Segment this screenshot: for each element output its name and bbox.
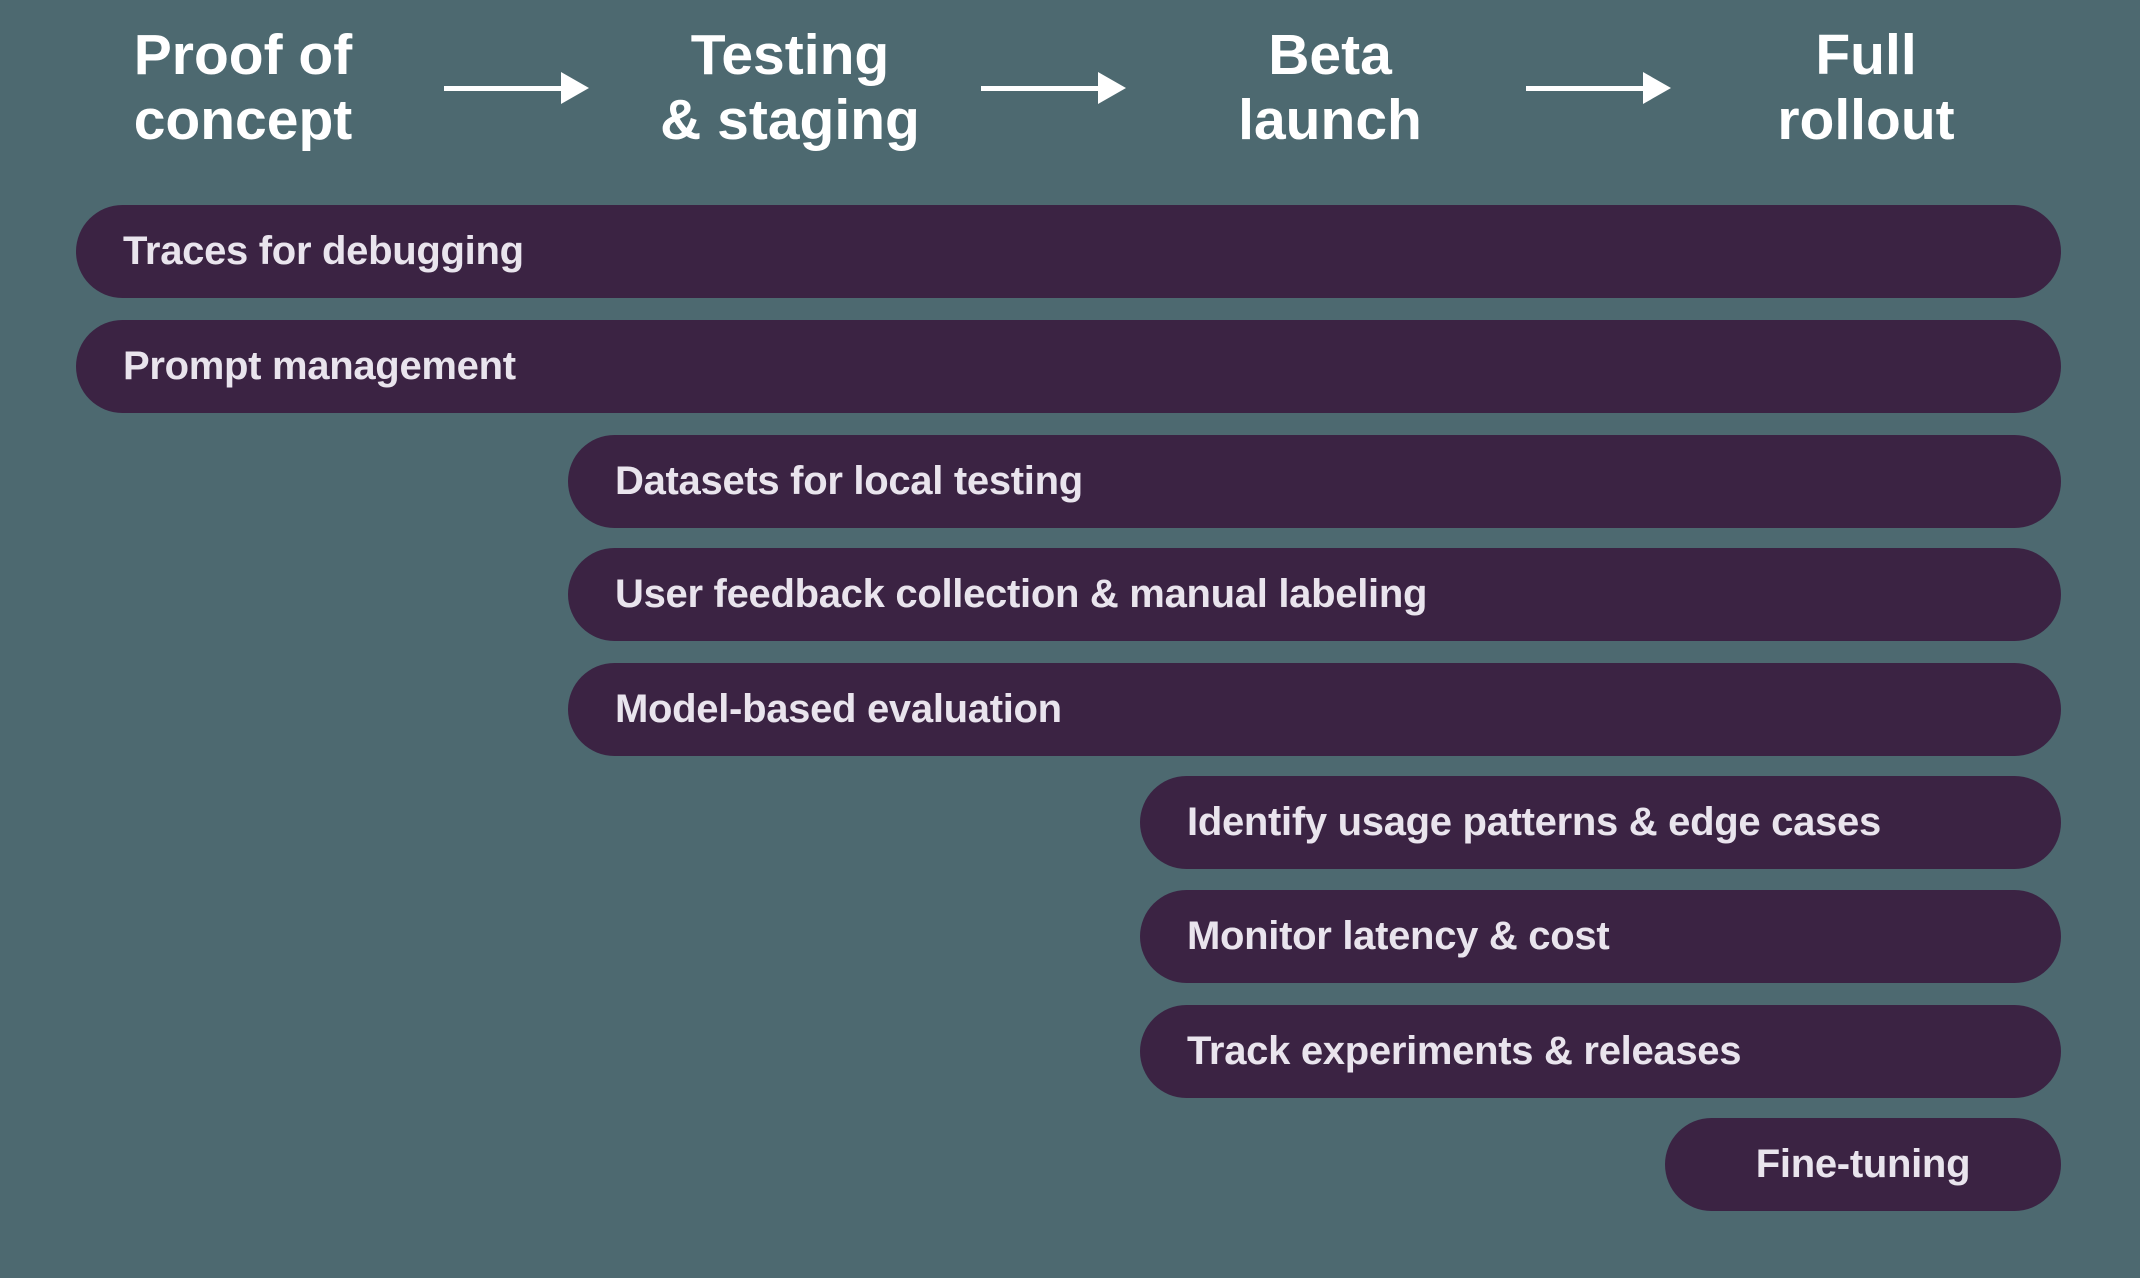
roadmap-bar-label: Fine-tuning (1755, 1142, 1971, 1186)
stage-label-1: Testing & staging (660, 23, 920, 152)
roadmap-bar-label: User feedback collection & manual labeli… (615, 572, 1428, 616)
arrow-shaft (1525, 85, 1644, 91)
arrow-shaft (980, 85, 1099, 91)
roadmap-bar-8: Fine-tuning (1665, 1118, 2061, 1211)
roadmap-bar-3: User feedback collection & manual labeli… (568, 548, 2061, 641)
roadmap-bar-0: Traces for debugging (76, 205, 2061, 298)
stage-label-0: Proof of concept (133, 23, 353, 152)
roadmap-bar-label: Traces for debugging (123, 229, 524, 273)
stage-label-3: Full rollout (1777, 23, 1955, 152)
roadmap-bar-label: Monitor latency & cost (1187, 914, 1610, 958)
stage-label-2: Beta launch (1238, 23, 1422, 152)
roadmap-bar-label: Datasets for local testing (615, 459, 1083, 503)
roadmap-bar-label: Prompt management (123, 344, 516, 388)
arrow-head (1097, 72, 1126, 104)
roadmap-bar-6: Monitor latency & cost (1140, 890, 2061, 983)
roadmap-bar-2: Datasets for local testing (568, 435, 2061, 528)
arrow-beta-to-rollout (1525, 72, 1671, 104)
roadmap-bar-1: Prompt management (76, 320, 2061, 413)
arrow-testing-to-beta (980, 72, 1126, 104)
roadmap-bar-label: Identify usage patterns & edge cases (1187, 800, 1881, 844)
roadmap-bar-label: Model-based evaluation (615, 687, 1062, 731)
arrow-head (1642, 72, 1671, 104)
roadmap-bar-4: Model-based evaluation (568, 663, 2061, 756)
arrow-head (560, 72, 589, 104)
roadmap-bar-label: Track experiments & releases (1187, 1029, 1742, 1073)
arrow-proof-to-testing (443, 72, 589, 104)
arrow-shaft (443, 85, 562, 91)
roadmap-bar-7: Track experiments & releases (1140, 1005, 2061, 1098)
roadmap-bar-5: Identify usage patterns & edge cases (1140, 776, 2061, 869)
